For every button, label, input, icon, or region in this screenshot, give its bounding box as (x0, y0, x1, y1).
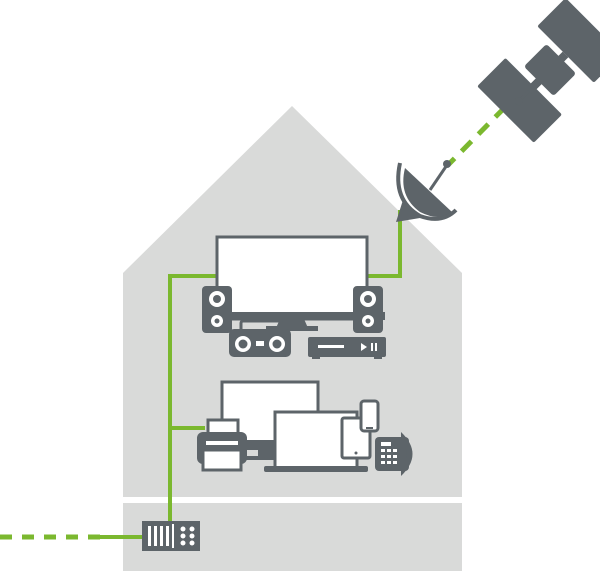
printer-icon (197, 418, 247, 472)
satellite-dish-icon (396, 160, 458, 222)
television-icon (203, 235, 385, 331)
floor-divider (120, 497, 465, 503)
set-top-box-icon (308, 337, 386, 359)
satellite-signal-line (446, 88, 524, 167)
speaker-icon (353, 286, 383, 333)
speaker-icon (202, 286, 232, 333)
satellite-icon (477, 0, 600, 143)
radio-icon (229, 319, 291, 357)
smartphone-icon (359, 399, 380, 433)
telephone-icon (375, 432, 413, 476)
network-switch-icon (142, 521, 200, 551)
internal-cabling (100, 210, 402, 539)
